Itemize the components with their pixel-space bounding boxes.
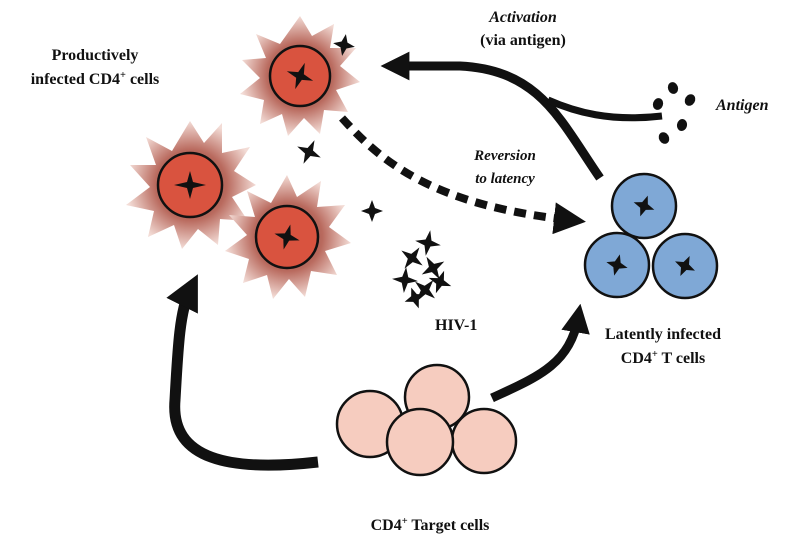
antigen-label: Antigen bbox=[715, 97, 769, 114]
reversion-label-line1: Reversion bbox=[473, 148, 536, 164]
arrows bbox=[166, 51, 663, 471]
productive-label-line2: infected CD4+ cells bbox=[31, 70, 160, 88]
latent-cell bbox=[651, 232, 719, 300]
target-cell bbox=[385, 407, 455, 477]
labels: Productively infected CD4+ cells Activat… bbox=[31, 9, 769, 534]
activation-label-line2: (via antigen) bbox=[480, 32, 566, 49]
antigen-icon bbox=[652, 82, 696, 144]
hiv-cluster-icon bbox=[392, 230, 452, 309]
latent-label-line2: CD4+ T cells bbox=[621, 349, 705, 367]
activation-label-line1: Activation bbox=[488, 9, 557, 26]
target-cell bbox=[450, 407, 518, 475]
virion-icon bbox=[297, 140, 321, 164]
virion-icon bbox=[633, 195, 655, 217]
arrow-to-latent bbox=[490, 303, 590, 403]
free-virions bbox=[297, 34, 383, 222]
reversion-label-line2: to latency bbox=[475, 171, 535, 187]
latent-cell bbox=[583, 231, 651, 299]
infected-cell-left bbox=[126, 121, 256, 249]
arrow-to-productive bbox=[166, 274, 319, 471]
infected-cell-top bbox=[240, 16, 360, 136]
latent-cell bbox=[610, 172, 678, 240]
virion-icon bbox=[606, 254, 628, 276]
hiv-label: HIV-1 bbox=[435, 317, 477, 334]
target-label: CD4+ Target cells bbox=[371, 516, 490, 534]
virion-icon bbox=[174, 171, 206, 199]
virion-icon bbox=[333, 34, 355, 56]
virion-icon bbox=[361, 200, 383, 222]
infected-cell-bottom bbox=[225, 175, 351, 299]
virion-icon bbox=[274, 224, 300, 250]
arrow-activation bbox=[380, 51, 604, 181]
latent-label-line1: Latently infected bbox=[605, 326, 721, 343]
latent-cells bbox=[583, 172, 719, 300]
target-cells bbox=[335, 363, 518, 477]
productive-cells bbox=[126, 16, 360, 299]
virion-icon bbox=[286, 62, 314, 90]
antigen-tail bbox=[546, 96, 663, 122]
virion-icon bbox=[675, 256, 695, 276]
productive-label-line1: Productively bbox=[52, 47, 139, 64]
arrow-reversion bbox=[339, 115, 586, 235]
